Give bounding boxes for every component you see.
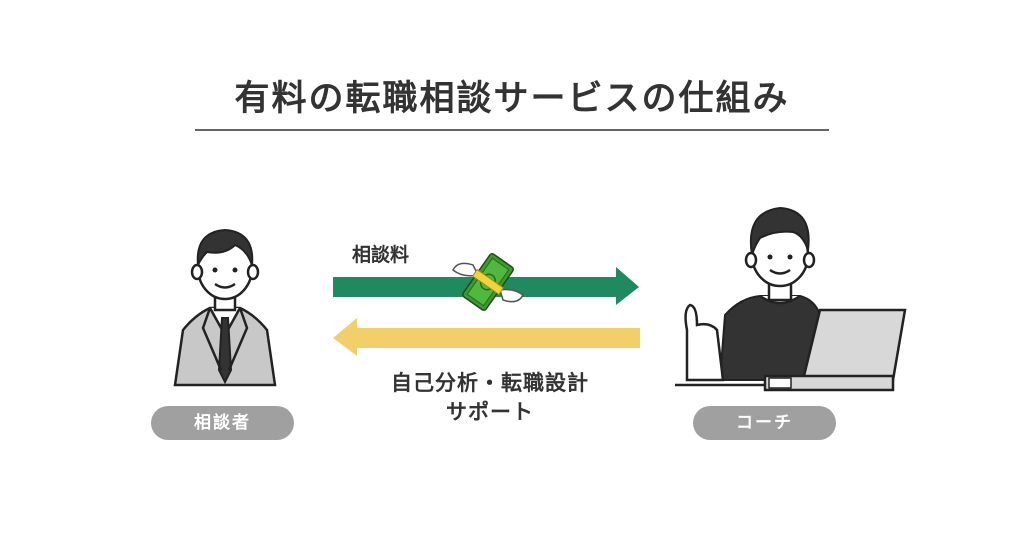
title-divider: [195, 129, 829, 131]
coach-label-pill: コーチ: [693, 406, 836, 440]
coach-with-laptop-icon: [675, 206, 907, 392]
client-label-pill: 相談者: [151, 406, 294, 440]
support-label-line2: サポート: [446, 400, 534, 424]
fee-label: 相談料: [352, 244, 410, 266]
support-label: 自己分析・転職設計 サポート: [340, 369, 640, 427]
businessman-icon: [173, 228, 277, 387]
support-label-line1: 自己分析・転職設計: [391, 371, 589, 395]
support-arrow: [333, 318, 640, 356]
page-title: 有料の転職相談サービスの仕組み: [234, 79, 790, 119]
flying-money-icon: [452, 253, 524, 311]
